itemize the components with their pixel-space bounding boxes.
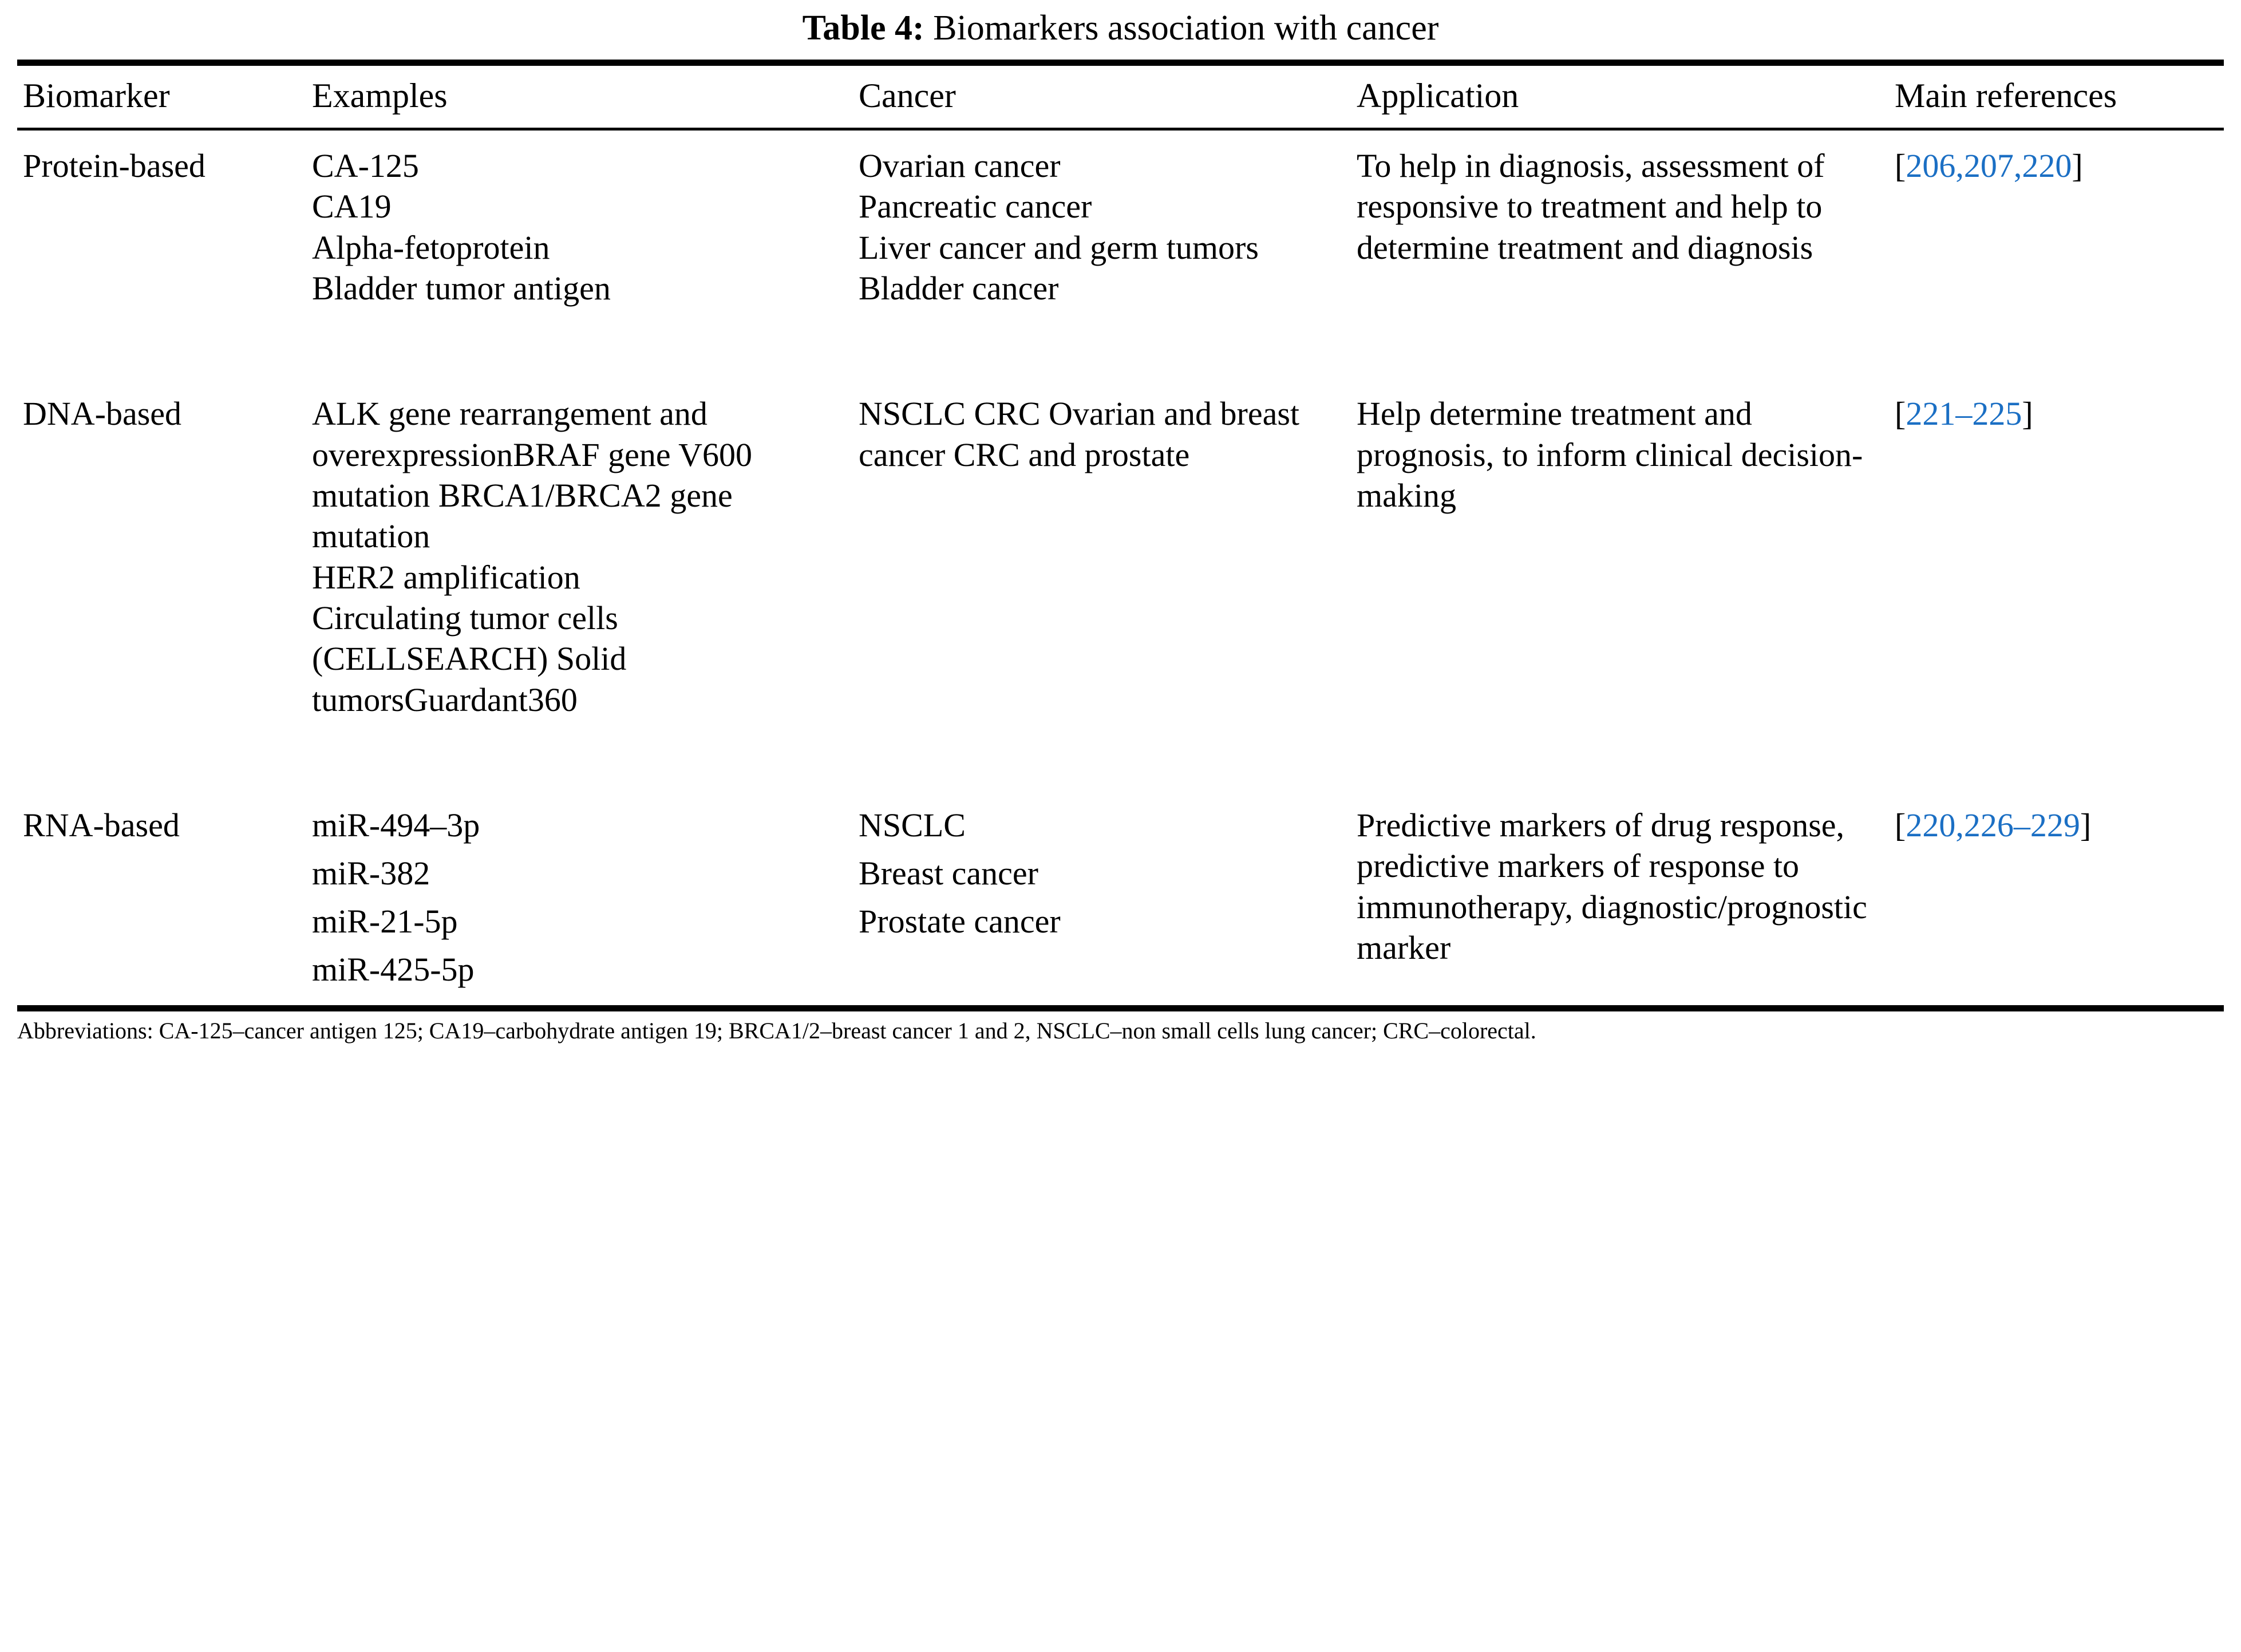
caption-label: Table 4: (802, 9, 924, 48)
cell-examples: ALK gene rearrangement and overexpressio… (312, 395, 752, 718)
column-header-references: Main references (1895, 77, 2117, 114)
column-header-application: Application (1357, 77, 1519, 114)
row-spacer (17, 735, 2224, 790)
table-row: DNA-based ALK gene rearrangement and ove… (17, 378, 2224, 735)
table-header-row: Biomarker Examples Cancer Application Ma… (17, 66, 2224, 128)
table-top-rule (17, 60, 2224, 66)
table-footnote: Abbreviations: CA-125–cancer antigen 125… (17, 1017, 1536, 1044)
table-caption: Table 4: Biomarkers association with can… (17, 0, 2224, 60)
caption-text: Biomarkers association with cancer (933, 9, 1439, 48)
reference-numbers[interactable]: 220,226–229 (1906, 806, 2080, 844)
reference-bracket-open: [ (1895, 395, 1906, 433)
header-bottom-rule (17, 128, 2224, 131)
column-header-biomarker: Biomarker (23, 77, 170, 114)
cell-application: To help in diagnosis, assessment of resp… (1357, 147, 1825, 266)
reference-bracket-open: [ (1895, 147, 1906, 184)
reference-bracket-close: ] (2072, 147, 2083, 184)
reference-bracket-close: ] (2080, 806, 2092, 844)
row-spacer (17, 323, 2224, 378)
reference-numbers[interactable]: 221–225 (1906, 395, 2022, 433)
cell-references: [221–225] (1889, 378, 2224, 735)
cell-biomarker: DNA-based (23, 395, 182, 433)
cell-references: [220,226–229] (1889, 790, 2224, 1005)
reference-bracket-open: [ (1895, 806, 1906, 844)
cell-application: Predictive markers of drug response, pre… (1357, 806, 1867, 966)
reference-bracket-close: ] (2022, 395, 2033, 433)
reference-numbers[interactable]: 206,207,220 (1906, 147, 2072, 184)
column-header-cancer: Cancer (859, 77, 956, 114)
column-header-examples: Examples (312, 77, 448, 114)
cell-biomarker: Protein-based (23, 147, 205, 184)
cell-cancer: NSCLC CRC Ovarian and breast cancer CRC … (859, 395, 1300, 473)
cell-application: Help determine treatment and prognosis, … (1357, 395, 1863, 514)
table-bottom-rule (17, 1005, 2224, 1011)
biomarkers-table: Biomarker Examples Cancer Application Ma… (17, 66, 2224, 128)
cell-biomarker: RNA-based (23, 806, 180, 844)
cell-references: [206,207,220] (1889, 131, 2224, 323)
